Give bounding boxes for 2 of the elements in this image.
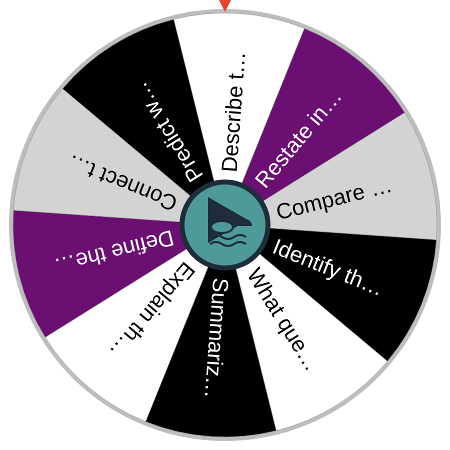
- segment-label: Summariz…: [200, 276, 234, 400]
- segment-label: Describe t…: [216, 50, 250, 174]
